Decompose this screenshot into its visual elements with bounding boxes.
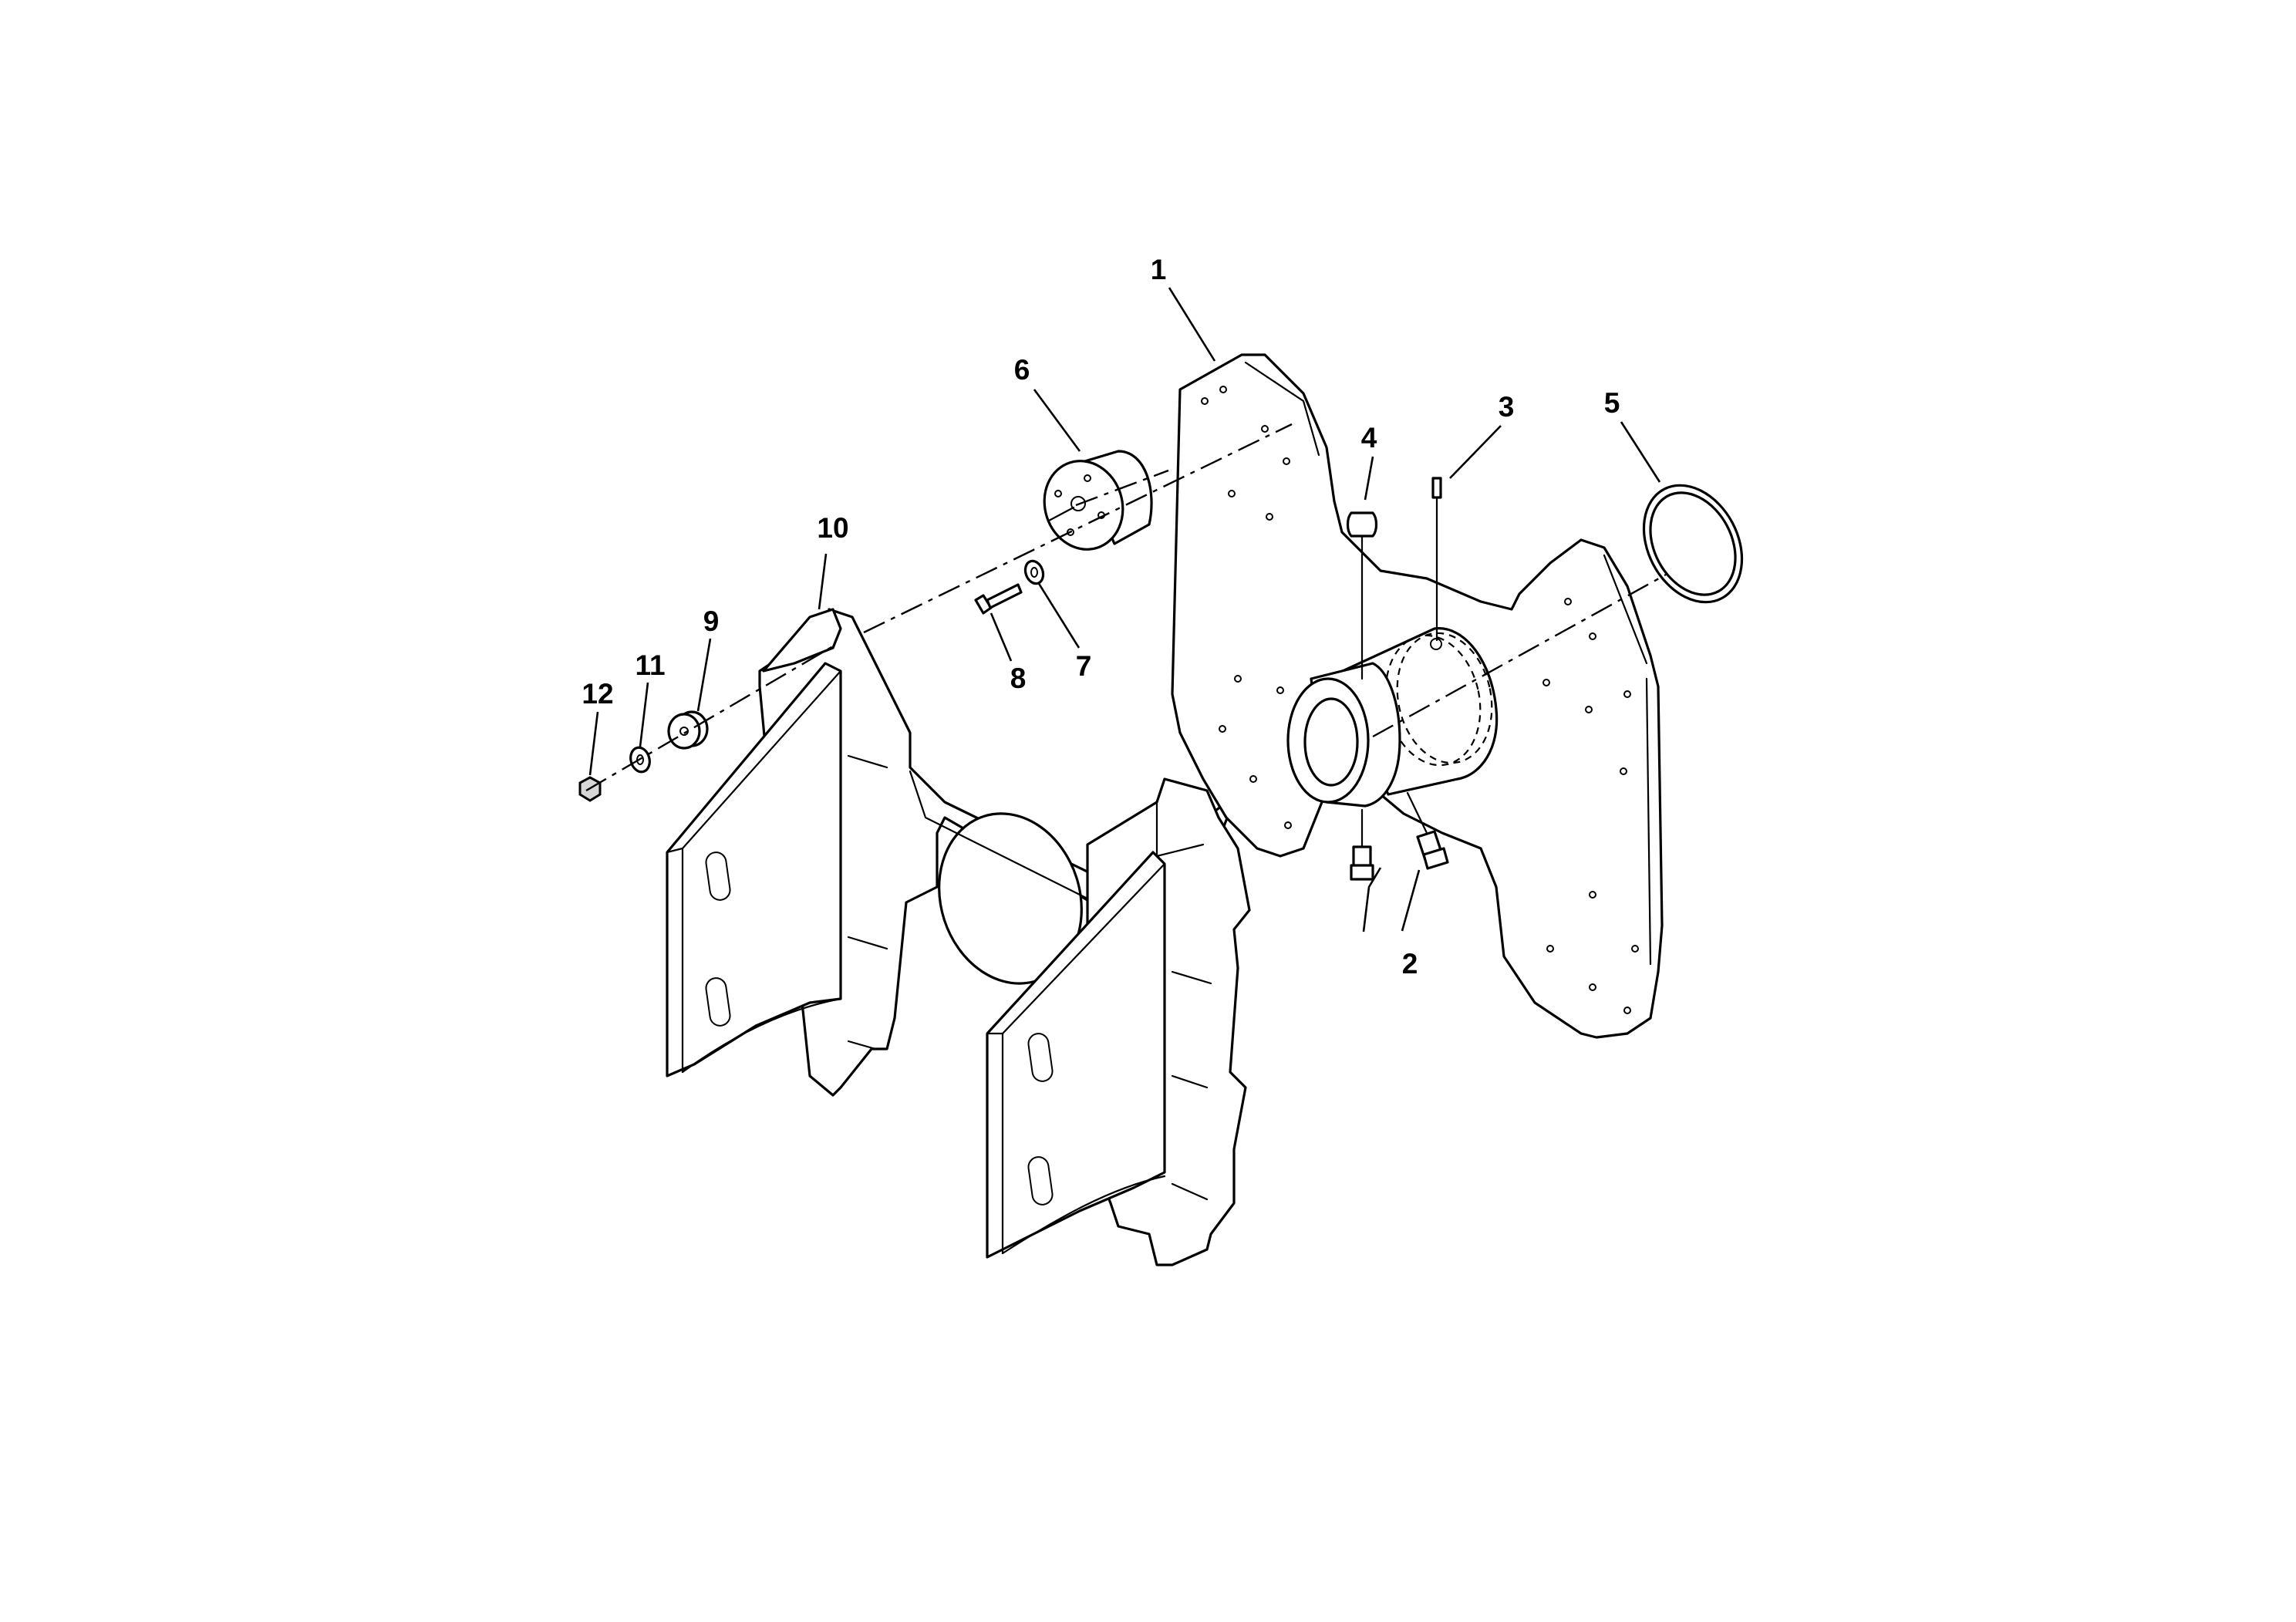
part-10-bracket-rear xyxy=(666,608,1232,1097)
part-9-spacer xyxy=(667,710,709,750)
callout-8: 8 xyxy=(1010,663,1027,694)
part-8-bolt xyxy=(974,583,1023,615)
assembly-centerlines xyxy=(585,423,1667,792)
part-6-pulley xyxy=(1043,450,1153,551)
callout-5: 5 xyxy=(1604,387,1620,419)
callout-labels: 1 2 3 4 5 6 7 8 9 10 11 12 xyxy=(582,254,1620,980)
callout-10: 10 xyxy=(817,512,848,544)
callout-7: 7 xyxy=(1076,650,1092,682)
callout-4: 4 xyxy=(1361,422,1377,454)
part-3-grease-nipple xyxy=(1431,477,1442,642)
callout-12: 12 xyxy=(582,678,613,710)
callout-11: 11 xyxy=(635,649,665,681)
callout-leaders xyxy=(588,287,1661,932)
callout-2: 2 xyxy=(1402,948,1418,980)
callout-9: 9 xyxy=(703,605,720,637)
part-4-plug xyxy=(1346,511,1378,680)
part-1-main-plate xyxy=(1171,353,1664,1039)
part-5-o-ring xyxy=(1642,484,1744,604)
callout-1: 1 xyxy=(1151,254,1167,285)
part-7-washer xyxy=(1023,559,1045,585)
part-10-bracket-front xyxy=(986,777,1251,1266)
callout-3: 3 xyxy=(1499,391,1515,423)
callout-6: 6 xyxy=(1014,354,1030,386)
plate-holes xyxy=(1201,386,1639,1014)
